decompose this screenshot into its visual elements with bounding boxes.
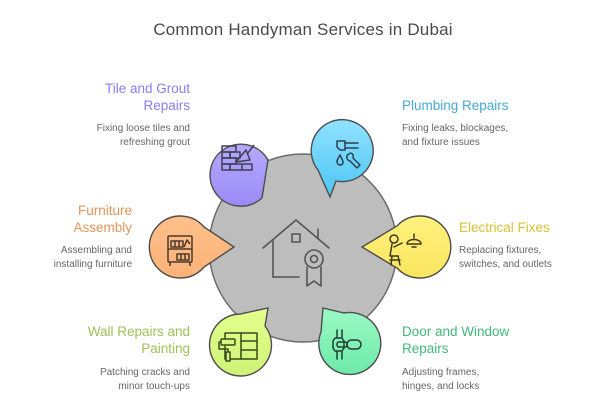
service-desc-furniture: Assembling and installing furniture [30,244,132,272]
door-hinge-icon [332,329,362,360]
title-line: Repairs [402,341,449,356]
paint-roller-wall-icon [218,332,258,362]
desc-line: installing furniture [53,259,132,270]
title-line: Assembly [73,220,132,235]
person-lamp-icon [389,233,422,266]
title-line: Tile and Grout [104,81,190,96]
diagram-title: Common Handyman Services in Dubai [153,20,453,39]
desc-line: refreshing grout [119,137,190,148]
title-line: Painting [141,341,190,356]
desc-line: Fixing leaks, blockages, [402,123,509,134]
title-line: Plumbing Repairs [402,98,509,113]
service-desc-wall: Patching cracks and minor touch-ups [40,366,190,394]
service-title-plumbing: Plumbing Repairs [402,97,582,114]
teardrop-wall[interactable] [208,307,273,377]
desc-line: switches, and outlets [459,259,552,270]
title-line: Door and Window [402,324,510,339]
desc-line: Patching cracks and [99,367,190,378]
service-desc-tile: Fixing loose tiles and refreshing grout [60,122,190,150]
service-title-door: Door and Window Repairs [402,323,582,357]
teardrop-electrical[interactable] [360,215,452,279]
house-with-badge-icon [262,219,330,287]
service-desc-electrical: Replacing fixtures, switches, and outlet… [459,244,599,272]
faucet-wrench-icon [336,140,361,169]
desc-line: Fixing loose tiles and [96,123,190,134]
desc-line: and fixture issues [402,137,480,148]
service-title-tile: Tile and Grout Repairs [60,80,190,114]
service-title-furniture: Furniture Assembly [30,202,132,236]
teardrop-door[interactable] [318,307,382,376]
desc-line: Adjusting frames, [402,367,480,378]
teardrop-furniture[interactable] [148,215,236,279]
teardrop-plumbing[interactable] [310,118,374,199]
desc-line: Assembling and [60,245,132,256]
desc-line: hinges, and locks [402,381,480,392]
title-line: Furniture [77,203,132,218]
service-title-wall: Wall Repairs and Painting [40,323,190,357]
title-line: Electrical Fixes [459,220,550,235]
title-line: Repairs [143,98,190,113]
service-desc-door: Adjusting frames, hinges, and locks [402,366,582,394]
service-title-electrical: Electrical Fixes [459,219,599,236]
bookshelf-icon [167,235,193,266]
desc-line: Replacing fixtures, [459,245,542,256]
service-desc-plumbing: Fixing leaks, blockages, and fixture iss… [402,122,582,150]
brick-wall-trowel-icon [221,144,255,171]
title-line: Wall Repairs and [87,324,190,339]
desc-line: minor touch-ups [118,381,190,392]
teardrop-tile[interactable] [209,143,269,207]
